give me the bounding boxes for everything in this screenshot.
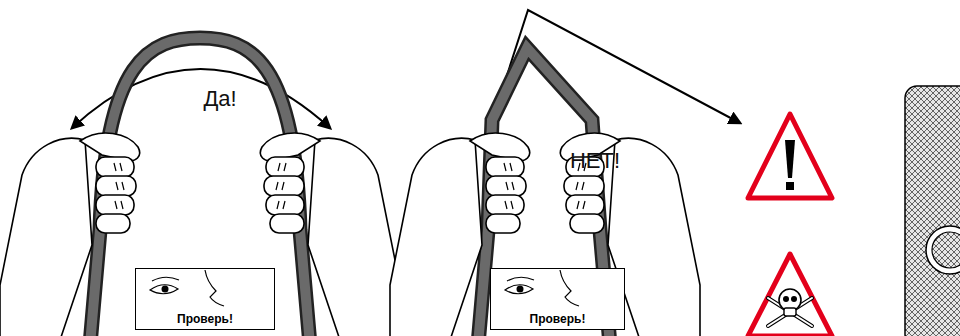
section-core <box>932 232 960 268</box>
verdict-label: НЕТ! <box>555 148 635 174</box>
eye-icon <box>135 268 275 330</box>
bend-arrow <box>490 10 740 128</box>
pupil <box>517 286 524 293</box>
skull-eye <box>791 296 797 302</box>
check-note: Проверь! <box>530 312 586 326</box>
eyebrow <box>507 277 534 281</box>
skull-jaw <box>784 308 796 316</box>
face-profile <box>560 270 579 306</box>
hand <box>0 133 140 336</box>
verdict-label: Да! <box>185 86 255 112</box>
face-profile <box>205 270 224 306</box>
cable-section <box>905 86 960 336</box>
eyebrow <box>152 277 179 281</box>
hatched-body <box>905 86 960 336</box>
check-box: Проверь! <box>135 268 275 330</box>
danger-triangle <box>748 254 832 336</box>
pupil <box>162 286 169 293</box>
box-fill <box>490 268 625 330</box>
check-note: Проверь! <box>177 312 233 326</box>
eye <box>150 285 178 294</box>
warning-sign <box>748 114 832 198</box>
check-box: Проверь! <box>490 268 625 330</box>
box-fill <box>135 268 275 330</box>
section-hole <box>926 226 960 274</box>
exclamation-bar <box>785 140 795 178</box>
hand <box>260 133 400 336</box>
skull-eye <box>783 296 789 302</box>
exclamation-dot <box>786 182 794 190</box>
eye <box>505 285 533 294</box>
eye-icon <box>490 268 625 330</box>
warning-triangle <box>748 114 832 198</box>
danger-sign <box>748 254 832 336</box>
